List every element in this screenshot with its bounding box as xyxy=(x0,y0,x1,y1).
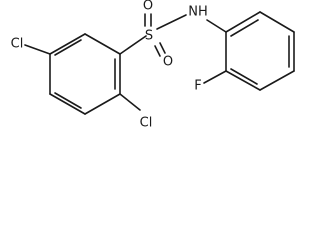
bond xyxy=(24,44,51,55)
fluorine-atom-label: F xyxy=(194,79,201,94)
bond xyxy=(49,33,86,55)
bond xyxy=(156,14,187,30)
bond xyxy=(259,11,295,33)
bond xyxy=(119,35,147,55)
double-bond xyxy=(54,92,82,109)
chlorine-atom-label: Cl xyxy=(11,37,24,52)
double-bond xyxy=(159,42,166,54)
bond xyxy=(84,33,121,55)
fluorophenyl-ring xyxy=(225,11,295,91)
oxygen-atom-label: O xyxy=(143,0,153,14)
bond xyxy=(119,93,141,111)
sulfur-atom-label: S xyxy=(145,29,153,44)
bond xyxy=(225,11,261,33)
bond xyxy=(84,93,121,115)
dichlorophenyl-ring xyxy=(49,33,121,115)
double-bond xyxy=(154,45,161,57)
chlorine-atom-label: Cl xyxy=(140,116,153,131)
double-bond xyxy=(230,19,259,37)
bond xyxy=(49,93,86,115)
bond xyxy=(225,70,261,91)
bond xyxy=(206,19,227,33)
double-bond xyxy=(230,68,258,85)
bond xyxy=(203,70,227,84)
nitrogen-atom-label: NH xyxy=(188,5,208,20)
bond xyxy=(259,70,295,91)
double-bond xyxy=(54,39,82,56)
oxygen-atom-label: O xyxy=(163,55,173,70)
chemical-structure: Cl Cl S O O NH F xyxy=(11,0,295,131)
